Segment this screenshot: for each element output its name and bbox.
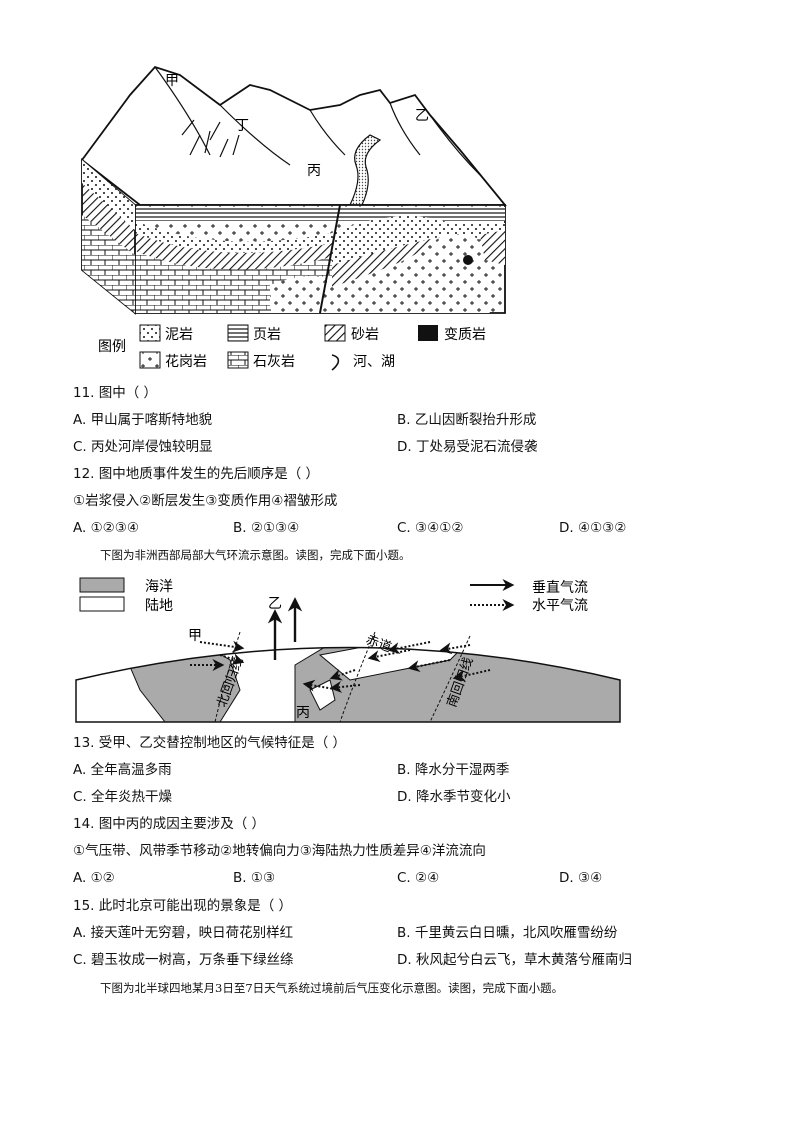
legend-limestone: 石灰岩: [227, 351, 295, 370]
label-bing: 丙: [307, 163, 321, 179]
legend-granite: 花岗岩: [139, 351, 207, 370]
legend-river-lake: 河、湖: [331, 354, 395, 371]
q13-option-b[interactable]: B. 降水分干湿两季: [397, 762, 510, 778]
svg-text:河、湖: 河、湖: [353, 354, 395, 370]
label-yi: 乙: [415, 108, 429, 124]
q12-option-d[interactable]: D. ④①③②: [559, 520, 627, 536]
intro-figure2: 下图为非洲西部局部大气环流示意图。读图，完成下面小题。: [100, 548, 411, 562]
q13-option-c[interactable]: C. 全年炎热干燥: [73, 789, 173, 805]
q14-option-c[interactable]: C. ②④: [397, 870, 440, 886]
legend-metamorphic: 变质岩: [418, 325, 486, 343]
legend-land: 陆地: [145, 598, 173, 614]
q11-stem: 11. 图中（ ）: [73, 385, 158, 401]
q14-option-b[interactable]: B. ①③: [233, 870, 276, 886]
q13-option-d[interactable]: D. 降水季节变化小: [397, 789, 511, 805]
legend-ocean-swatch: [79, 577, 125, 593]
q12-option-c[interactable]: C. ③④①②: [397, 520, 464, 536]
q14-option-d[interactable]: D. ③④: [559, 870, 603, 886]
q15-option-b[interactable]: B. 千里黄云白日曛，北风吹雁雪纷纷: [397, 925, 618, 941]
legend-mudstone: 泥岩: [139, 324, 193, 343]
q15-option-a[interactable]: A. 接天莲叶无穷碧，映日荷花别样红: [73, 925, 294, 941]
circulation-diagram: 海洋 陆地 垂直气流 水平气流 北回归线 赤道 南回归线 乙 甲 丙: [75, 577, 621, 723]
q14-factors: ①气压带、风带季节移动②地转偏向力③海陆热力性质差异④洋流流向: [73, 843, 486, 859]
legend-ocean: 海洋: [145, 579, 173, 595]
svg-text:石灰岩: 石灰岩: [253, 354, 295, 370]
svg-text:泥岩: 泥岩: [165, 327, 193, 343]
intro-figure3: 下图为北半球四地某月3日至7日天气系统过境前后气压变化示意图。读图，完成下面小题…: [100, 981, 564, 995]
mountain-surface: [80, 65, 507, 206]
svg-text:花岗岩: 花岗岩: [165, 354, 207, 370]
legend-land-swatch: [79, 596, 125, 612]
q12-events: ①岩浆侵入②断层发生③变质作用④褶皱形成: [73, 493, 338, 509]
label-jia: 甲: [165, 73, 179, 89]
q13-option-a[interactable]: A. 全年高温多雨: [73, 762, 172, 778]
label-bing: 丙: [296, 705, 310, 721]
q14-stem: 14. 图中丙的成因主要涉及（ ）: [73, 816, 266, 832]
q12-option-a[interactable]: A. ①②③④: [73, 520, 139, 536]
q15-stem: 15. 此时北京可能出现的景象是（ ）: [73, 898, 293, 914]
legend-vertical-flow: 垂直气流: [532, 579, 588, 596]
legend-sandstone: 砂岩: [324, 324, 379, 343]
label-yi: 乙: [268, 596, 282, 612]
q15-option-d[interactable]: D. 秋风起兮白云飞，草木黄落兮雁南归: [397, 952, 632, 968]
svg-text:变质岩: 变质岩: [444, 327, 486, 343]
q12-option-b[interactable]: B. ②①③④: [233, 520, 300, 536]
q11-option-a[interactable]: A. 甲山属于喀斯特地貌: [73, 412, 213, 428]
svg-text:砂岩: 砂岩: [351, 327, 379, 343]
q13-stem: 13. 受甲、乙交替控制地区的气候特征是（ ）: [73, 735, 347, 751]
svg-text:页岩: 页岩: [253, 327, 281, 343]
q14-option-a[interactable]: A. ①②: [73, 870, 115, 886]
label-ding: 丁: [235, 118, 249, 134]
q11-option-c[interactable]: C. 丙处河岸侵蚀较明显: [73, 439, 213, 455]
q11-option-d[interactable]: D. 丁处易受泥石流侵袭: [397, 439, 538, 455]
geology-block-diagram: 甲 乙 丙 丁 图例 泥岩 页岩 砂岩 变质岩 花岗岩 石灰岩 河、湖: [80, 65, 507, 371]
q15-option-c[interactable]: C. 碧玉妆成一树高，万条垂下绿丝绦: [73, 952, 294, 968]
legend-horizontal-flow: 水平气流: [532, 598, 588, 614]
q12-stem: 12. 图中地质事件发生的先后顺序是（ ）: [73, 466, 320, 482]
q11-option-b[interactable]: B. 乙山因断裂抬升形成: [397, 412, 537, 428]
label-jia: 甲: [188, 628, 202, 644]
legend-shale: 页岩: [227, 324, 281, 343]
legend-title: 图例: [98, 339, 126, 355]
